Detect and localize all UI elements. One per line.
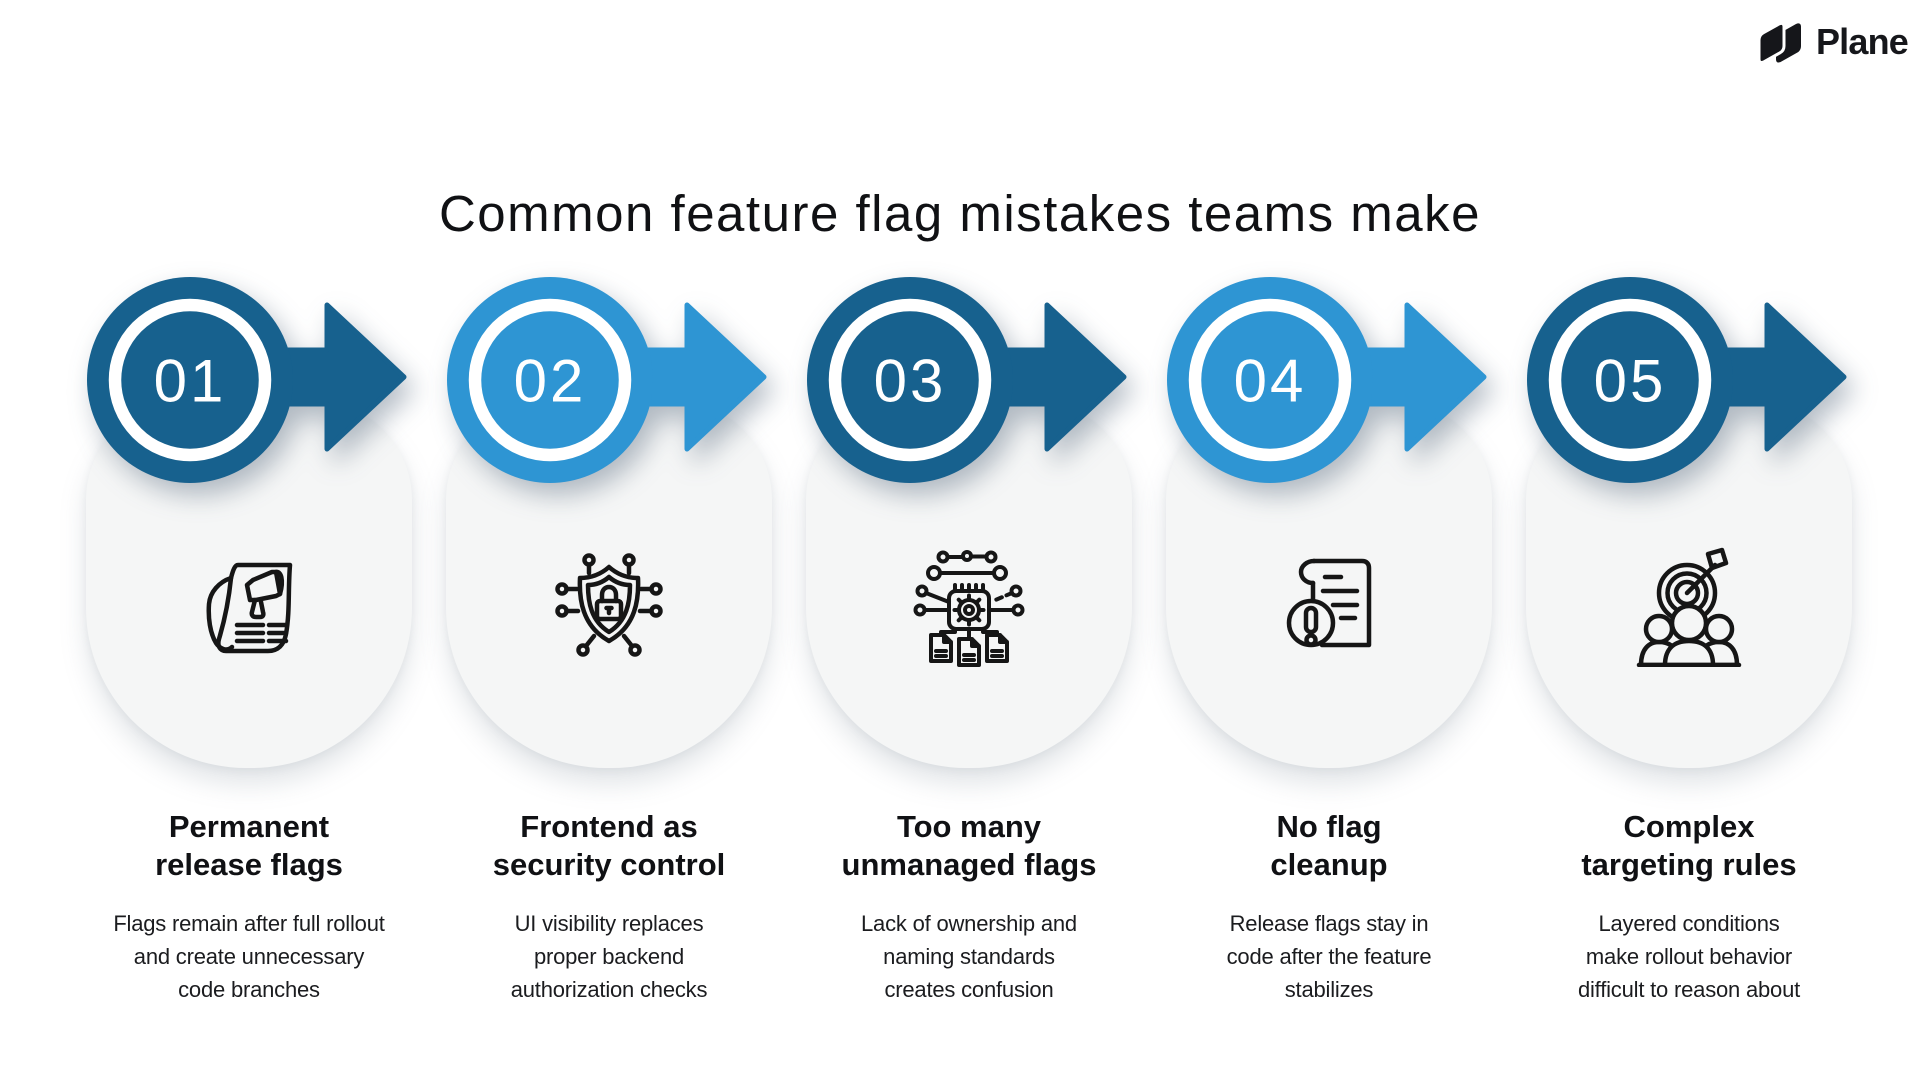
card: 04 No flag cleanup Release flags stay in…: [1166, 275, 1492, 1020]
step-badge: 03: [807, 277, 1127, 483]
ring: [468, 298, 632, 462]
step-number: 05: [1594, 348, 1667, 415]
page-title: Common feature flag mistakes teams make: [438, 185, 1482, 243]
card: 01 Permanent release flags Flags remain …: [86, 275, 412, 1020]
card: 02 Frontend as security control UI visib…: [446, 275, 772, 1020]
brand-name: Plane: [1815, 21, 1909, 62]
scroll-warning-icon: [1286, 558, 1372, 648]
step-number: 04: [1234, 348, 1307, 415]
card-description: Flags remain after full rollout and crea…: [113, 911, 385, 1002]
cards-row: 01 Permanent release flags Flags remain …: [86, 275, 1852, 1020]
ring: [1548, 298, 1712, 462]
chip-documents-icon-wrap: [909, 547, 1029, 667]
brand-logo: Plane: [1756, 20, 1909, 64]
card-title: No flag cleanup: [1270, 809, 1388, 882]
card-description: Lack of ownership and naming standards c…: [861, 911, 1077, 1002]
target-audience-icon-wrap: [1629, 547, 1749, 667]
step-number: 03: [874, 348, 947, 415]
chip-documents-icon: [913, 550, 1025, 667]
shield-lock-circuit-icon: [555, 553, 663, 657]
step-number: 02: [514, 348, 587, 415]
card-title: Too many unmanaged flags: [841, 809, 1097, 882]
shield-lock-circuit-icon-wrap: [549, 547, 669, 667]
newspaper-megaphone-icon-wrap: [189, 547, 309, 667]
card: 03 Too many unmanaged flags Lack of owne…: [806, 275, 1132, 1020]
card-title: Permanent release flags: [155, 809, 343, 882]
step-badge: 05: [1527, 277, 1847, 483]
target-audience-icon: [1636, 547, 1742, 667]
step-number: 01: [154, 348, 227, 415]
ring: [1188, 298, 1352, 462]
card-title: Complex targeting rules: [1581, 809, 1797, 882]
step-badge: 01: [87, 277, 407, 483]
scroll-warning-icon-wrap: [1269, 547, 1389, 667]
card: 05 Complex targeting rules Layered condi…: [1526, 275, 1852, 1020]
plane-logo-icon: [1757, 21, 1801, 64]
card-description: Release flags stay in code after the fea…: [1226, 911, 1432, 1002]
ring: [828, 298, 992, 462]
step-badge: 04: [1167, 277, 1487, 483]
card-description: Layered conditions make rollout behavior…: [1577, 911, 1801, 1002]
newspaper-megaphone-icon: [206, 562, 293, 654]
card-description: UI visibility replaces proper backend au…: [510, 911, 708, 1002]
ring: [108, 298, 272, 462]
card-title: Frontend as security control: [492, 809, 726, 882]
step-badge: 02: [447, 277, 767, 483]
